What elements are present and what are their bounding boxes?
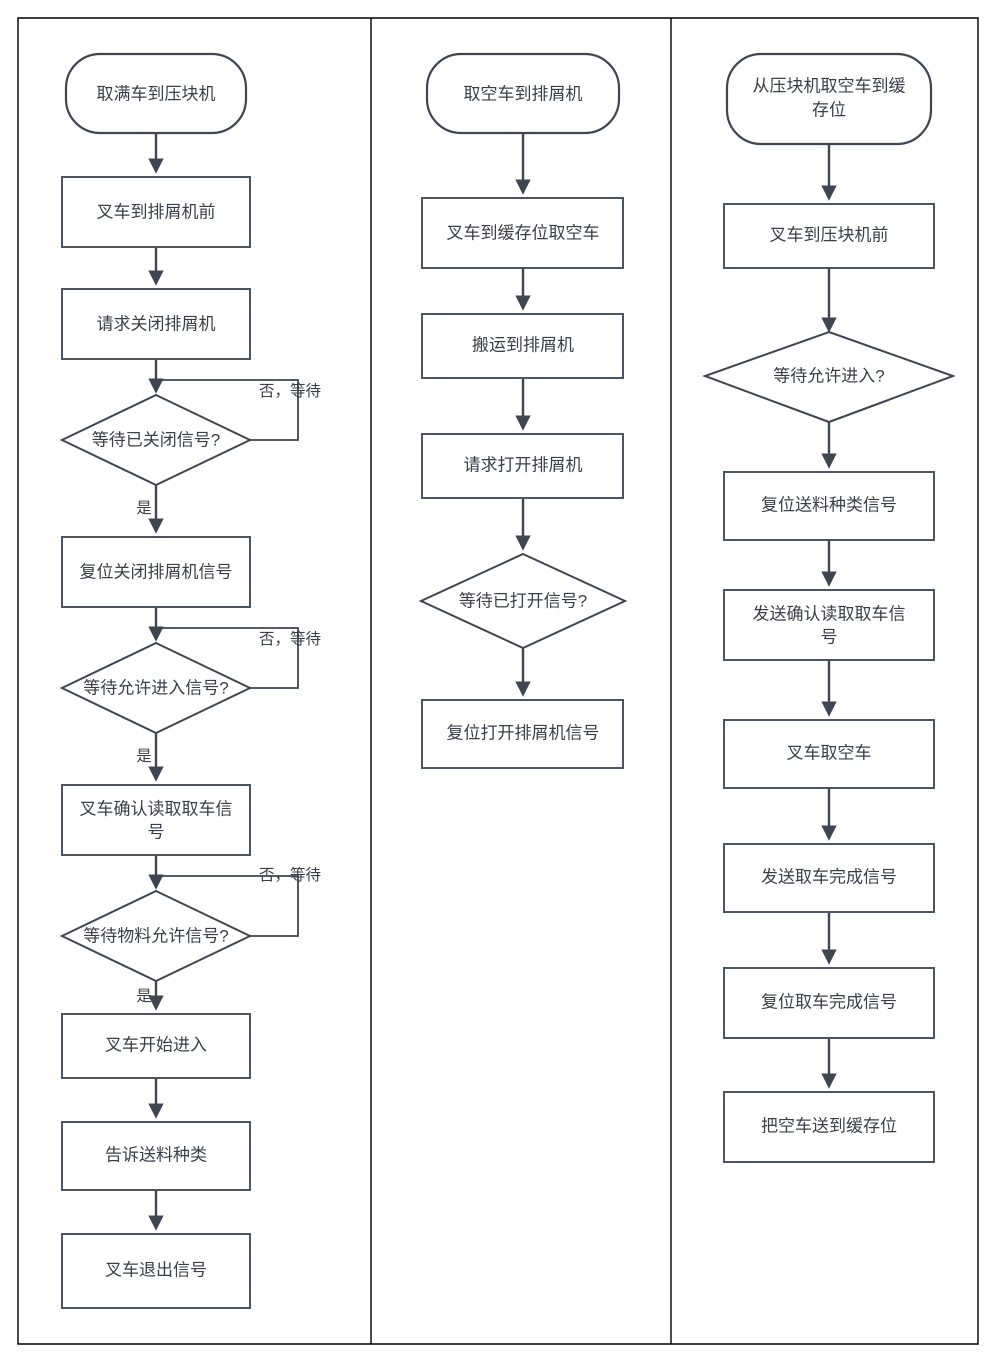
- node-c1n5-process[interactable]: 复位关闭排屑机信号: [61, 536, 251, 608]
- edge-label-no-wait-2: 否，等待: [259, 630, 321, 648]
- node-c3n9-process[interactable]: 把空车送到缓存位: [723, 1091, 935, 1163]
- node-c3n4-process[interactable]: 复位送料种类信号: [723, 471, 935, 541]
- node-c1n3-process[interactable]: 请求关闭排屑机: [61, 288, 251, 360]
- node-c3n9-label: 把空车送到缓存位: [761, 1116, 897, 1135]
- node-c2n4-label: 请求打开排屑机: [464, 455, 583, 474]
- node-c2n1-terminal[interactable]: 取空车到排屑机: [425, 52, 621, 135]
- node-c1n5-label: 复位关闭排屑机信号: [80, 562, 233, 581]
- edge-label-yes-2: 是: [136, 748, 152, 765]
- node-c3n6-label: 叉车取空车: [787, 743, 872, 762]
- node-c3n5-label-line2: 号: [821, 627, 838, 646]
- node-c1n11-process[interactable]: 叉车退出信号: [61, 1233, 251, 1309]
- node-c1n1-label: 取满车到压块机: [97, 84, 216, 103]
- node-c1n7-label-line1: 叉车确认读取取车信: [80, 799, 233, 818]
- node-c1n9-process[interactable]: 叉车开始进入: [61, 1013, 251, 1079]
- node-c3n5-label-line1: 发送确认读取取车信: [753, 604, 906, 623]
- column-3: 从压块机取空车到缓 存位 叉车到压块机前 等待允许进入? 复位送料种类信号 发送…: [702, 52, 956, 1163]
- node-c1n7-label-line2: 号: [148, 822, 165, 841]
- node-c1n11-label: 叉车退出信号: [105, 1260, 207, 1279]
- node-c1n8-decision[interactable]: 等待物料允许信号?: [59, 889, 253, 983]
- edge-label-no-wait-1: 否，等待: [259, 382, 321, 400]
- node-c3n5-process[interactable]: 发送确认读取取车信 号: [723, 589, 935, 661]
- column-1: 取满车到压块机 叉车到排屑机前 请求关闭排屑机 等待已关闭信号? 否，等待 是 …: [59, 52, 321, 1309]
- node-c1n10-process[interactable]: 告诉送料种类: [61, 1121, 251, 1191]
- node-c1n1-terminal[interactable]: 取满车到压块机: [64, 52, 248, 135]
- node-c2n6-process[interactable]: 复位打开排屑机信号: [421, 699, 624, 769]
- node-c1n4-decision[interactable]: 等待已关闭信号?: [59, 393, 253, 487]
- node-c3n4-label: 复位送料种类信号: [761, 495, 897, 514]
- panel-frame: [17, 17, 979, 1345]
- node-c3n2-label: 叉车到压块机前: [770, 225, 889, 244]
- loop-connector-2: [156, 627, 299, 689]
- node-c2n3-process[interactable]: 搬运到排屑机: [421, 313, 624, 379]
- column-2: 取空车到排屑机 叉车到缓存位取空车 搬运到排屑机 请求打开排屑机 等待已打开信号…: [418, 52, 628, 769]
- node-c3n1-label-line1: 从压块机取空车到缓: [753, 76, 906, 95]
- edge-label-yes-3: 是: [136, 988, 152, 1005]
- node-c1n4-label: 等待已关闭信号?: [92, 430, 220, 449]
- node-c3n2-process[interactable]: 叉车到压块机前: [723, 203, 935, 269]
- node-c2n1-label: 取空车到排屑机: [464, 84, 583, 103]
- node-c1n2-process[interactable]: 叉车到排屑机前: [61, 176, 251, 248]
- node-c3n1-label-line2: 存位: [812, 100, 846, 119]
- node-c3n7-process[interactable]: 发送取车完成信号: [723, 843, 935, 913]
- node-c2n2-label: 叉车到缓存位取空车: [447, 223, 600, 242]
- node-c2n5-decision[interactable]: 等待已打开信号?: [418, 552, 628, 650]
- node-c3n6-process[interactable]: 叉车取空车: [723, 719, 935, 789]
- node-c1n10-label: 告诉送料种类: [105, 1145, 207, 1164]
- node-c1n6-decision[interactable]: 等待允许进入信号?: [59, 641, 253, 735]
- node-c2n5-label: 等待已打开信号?: [459, 591, 587, 610]
- node-c3n8-label: 复位取车完成信号: [761, 992, 897, 1011]
- node-c1n2-label: 叉车到排屑机前: [97, 202, 216, 221]
- node-c1n3-label: 请求关闭排屑机: [97, 314, 216, 333]
- node-c3n3-decision[interactable]: 等待允许进入?: [702, 330, 956, 424]
- node-c2n4-process[interactable]: 请求打开排屑机: [421, 433, 624, 499]
- node-c2n6-label: 复位打开排屑机信号: [447, 723, 600, 742]
- node-c2n2-process[interactable]: 叉车到缓存位取空车: [421, 197, 624, 269]
- node-c1n6-label: 等待允许进入信号?: [83, 678, 228, 697]
- node-c1n8-label: 等待物料允许信号?: [83, 926, 228, 945]
- col1-connectors: [148, 133, 299, 1231]
- node-c3n1-terminal[interactable]: 从压块机取空车到缓 存位: [725, 52, 933, 146]
- node-c3n7-label: 发送取车完成信号: [761, 867, 897, 886]
- node-c3n3-label: 等待允许进入?: [773, 366, 884, 385]
- node-c1n9-label: 叉车开始进入: [105, 1035, 207, 1054]
- node-c1n7-process[interactable]: 叉车确认读取取车信 号: [61, 784, 251, 856]
- node-c3n8-process[interactable]: 复位取车完成信号: [723, 967, 935, 1039]
- node-c2n3-label: 搬运到排屑机: [472, 335, 574, 354]
- edge-label-yes-1: 是: [136, 500, 152, 517]
- loop-connector-3: [156, 875, 299, 937]
- loop-connector-1: [156, 379, 299, 441]
- edge-label-no-wait-3: 否，等待: [259, 866, 321, 884]
